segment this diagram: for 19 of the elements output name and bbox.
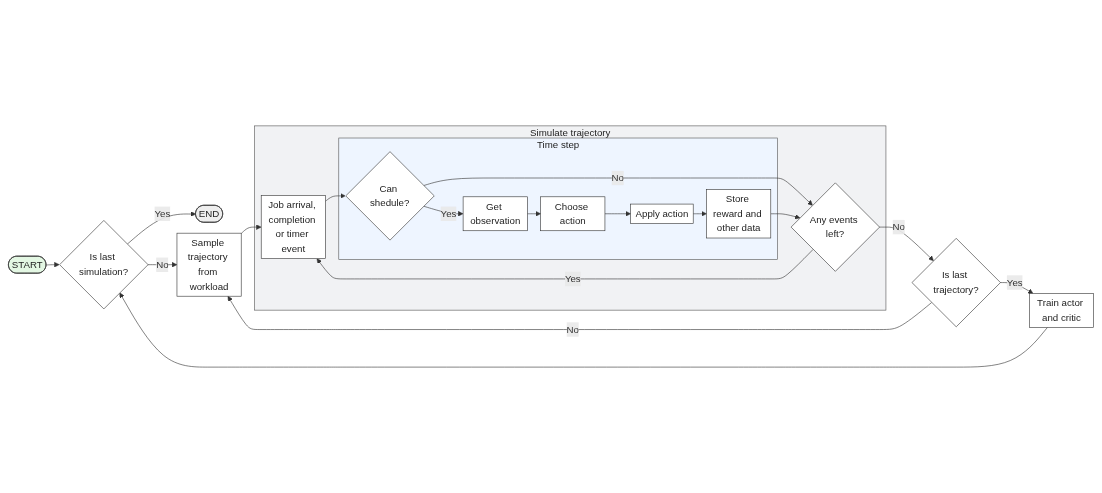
node-diamond: Any events left? (790, 182, 880, 272)
edge-label: No (892, 221, 906, 232)
node-diamond: Is last simulation? (59, 220, 149, 310)
edge-label: Yes (440, 208, 457, 219)
edge-label: No (611, 172, 624, 183)
edge-label: Yes (154, 208, 171, 219)
node-diamond: Is last trajectory? (911, 238, 1001, 328)
node-box: Store reward and other data (706, 189, 772, 239)
edge-label: No (566, 324, 580, 335)
edge-label: No (156, 259, 169, 270)
edge-label: Yes (1006, 277, 1023, 288)
node-box: Choose action (540, 196, 606, 232)
node-box: Get observation (462, 196, 528, 232)
node-diamond: Can shedule? (345, 151, 435, 241)
node-box: Job arrival, completion or timer event (260, 195, 326, 259)
node-box: Sample trajectory from workload (176, 232, 242, 297)
node-box: Apply action (630, 203, 694, 224)
edge-label: Yes (564, 273, 581, 284)
node-box: Train actor and critic (1029, 293, 1094, 328)
